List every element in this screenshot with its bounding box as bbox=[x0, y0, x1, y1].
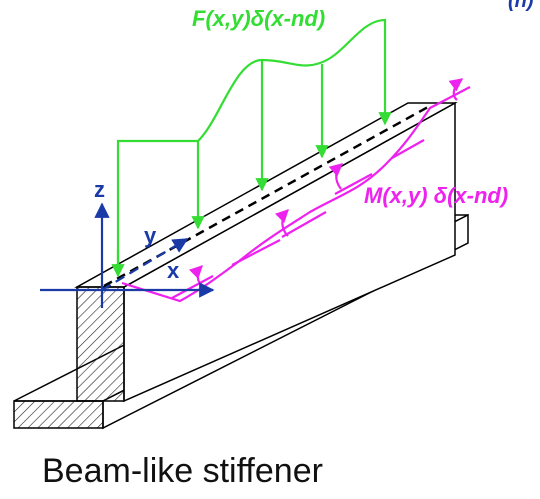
moment-envelope bbox=[121, 86, 471, 303]
force-label: F(x,y)δ(x-nd) bbox=[192, 6, 325, 31]
corner-label: (n) bbox=[508, 0, 534, 12]
moment-tick-4 bbox=[334, 173, 373, 195]
moment-arrow-3 bbox=[328, 163, 344, 190]
y-axis-label: y bbox=[144, 223, 157, 248]
moment-tick-5 bbox=[391, 139, 425, 159]
z-axis-label: z bbox=[94, 177, 105, 202]
coordinate-axes bbox=[40, 202, 215, 308]
force-distribution bbox=[111, 18, 392, 278]
x-axis-label: x bbox=[167, 258, 180, 283]
moment-tick-3 bbox=[281, 211, 327, 238]
figure-caption: Beam-like stiffener bbox=[42, 452, 323, 490]
moment-arrow-2 bbox=[274, 209, 289, 237]
moment-label: M(x,y) δ(x-nd) bbox=[364, 183, 508, 208]
moment-tick-2 bbox=[231, 239, 281, 266]
force-envelope bbox=[116, 18, 387, 272]
y-axis bbox=[101, 238, 189, 291]
moment-arrow-4 bbox=[448, 78, 464, 101]
web-section bbox=[76, 286, 125, 402]
stiffener-web bbox=[74, 101, 458, 403]
moment-tick-1 bbox=[171, 275, 214, 299]
base-plate-section bbox=[13, 400, 104, 429]
moment-distribution bbox=[121, 78, 471, 303]
